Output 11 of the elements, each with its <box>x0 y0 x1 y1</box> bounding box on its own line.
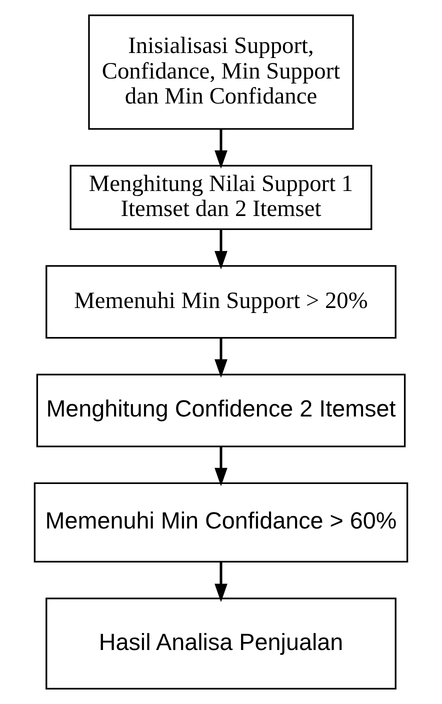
node-box: Memenuhi Min Confidance > 60% <box>34 482 408 563</box>
node-box: Memenuhi Min Support > 20% <box>46 265 396 339</box>
arrow <box>214 129 228 169</box>
arrow <box>214 446 228 486</box>
node-box: Menghitung Nilai Support 1 Itemset dan 2 Itemset <box>70 164 372 230</box>
arrow <box>214 338 228 378</box>
arrow <box>214 229 228 270</box>
node-box: Hasil Analisa Penjualan <box>46 598 396 690</box>
node-box: Inisialisasi Support, Confidance, Min Support dan Min Confidance <box>88 14 354 130</box>
node-box: Menghitung Confidence 2 Itemset <box>36 374 406 448</box>
arrow <box>214 562 228 602</box>
